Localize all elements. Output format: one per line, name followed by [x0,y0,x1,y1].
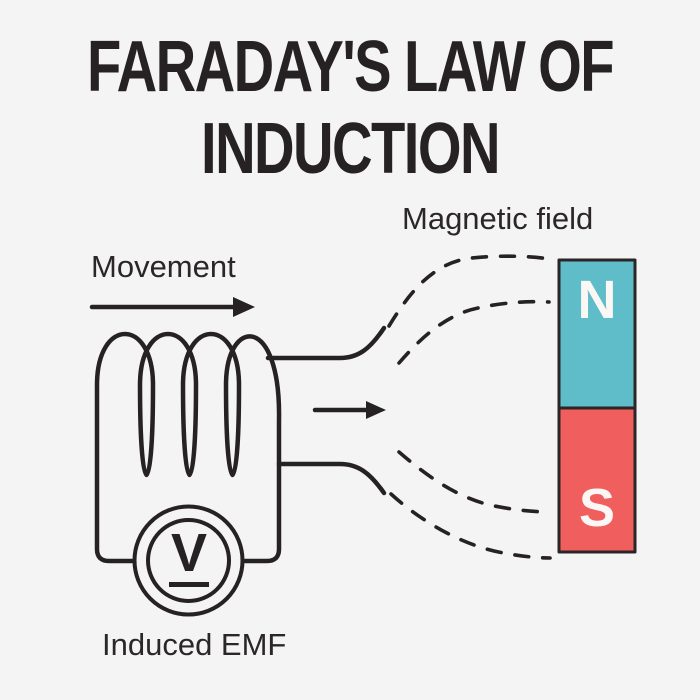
south-pole-label: S [578,478,616,538]
field-line-top-outer [387,254,551,328]
title-line-2: INDUCTION [201,109,501,189]
north-pole-label: N [577,270,617,330]
magnet-north-pole [557,258,637,410]
induced-emf-label: Induced EMF [102,627,287,662]
current-arrowhead-icon [366,401,386,419]
movement-arrowhead-icon [233,297,255,317]
voltmeter-symbol-letter: V [168,526,210,587]
page-title: FARADAY'S LAW OF INDUCTION [77,26,623,190]
magnetic-field-label: Magnetic field [402,201,594,236]
field-line-top-inner [397,299,551,365]
field-line-bottom-outer [389,492,552,560]
field-lines-group [387,254,552,560]
upper-lead-wire [265,325,387,361]
voltmeter-inner-circle [146,518,231,603]
voltmeter-outer-circle [132,504,245,617]
coil-and-circuit-wire [94,331,282,564]
magnet-group [557,258,637,554]
magnet-south-pole [557,406,637,554]
title-line-1: FARADAY'S LAW OF [86,27,615,107]
field-line-bottom-inner [397,450,551,514]
voltmeter-symbol: V [158,526,220,587]
movement-label: Movement [91,249,236,284]
line-art-group [89,254,637,617]
lower-lead-wire [276,461,387,496]
